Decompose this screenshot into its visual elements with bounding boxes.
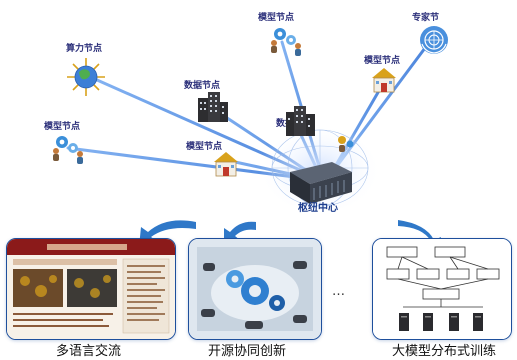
model-node-right: 模型节点 — [364, 54, 400, 93]
expert-node-label: 专家节 — [412, 11, 439, 23]
model-node-top: 模型节点 — [258, 11, 301, 56]
architecture-diagram — [373, 239, 511, 339]
building-icon — [198, 92, 228, 122]
model-node-center: 模型节点 — [186, 140, 238, 177]
house-icon — [214, 152, 238, 177]
un-emblem-icon — [420, 26, 448, 54]
collaboration-photo — [189, 239, 321, 339]
house-icon — [372, 68, 396, 93]
server-rack-icon — [290, 162, 352, 204]
building-icon — [286, 106, 315, 136]
compute-node: 算力节点 — [66, 42, 105, 96]
data-node-lower: 数据节点 — [276, 106, 315, 136]
caption-distributed: 大模型分布式训练 — [392, 344, 497, 359]
model-node-right-label: 模型节点 — [364, 54, 400, 66]
hub-side-node — [338, 136, 354, 152]
ellipsis: … — [332, 284, 345, 299]
model-node-top-label: 模型节点 — [258, 11, 294, 23]
panel-multilang — [6, 238, 176, 340]
hub: 枢纽中心 — [258, 124, 382, 216]
compute-node-label: 算力节点 — [66, 42, 102, 54]
model-node-left-label: 模型节点 — [44, 120, 80, 132]
gears-icon — [226, 270, 285, 311]
caption-multilang: 多语言交流 — [56, 344, 122, 359]
people-gears-icon — [53, 136, 83, 164]
caption-opensource: 开源协同创新 — [208, 344, 287, 359]
expert-node: 专家节 — [412, 11, 448, 54]
people-gears-icon — [271, 28, 301, 56]
data-node-mid-label: 数据节点 — [184, 79, 220, 91]
globe-icon — [67, 58, 105, 96]
model-node-center-label: 模型节点 — [186, 140, 222, 152]
hub-label: 枢纽中心 — [298, 201, 338, 214]
panel-opensource — [188, 238, 322, 340]
model-node-left: 模型节点 — [44, 120, 83, 164]
data-node-mid: 数据节点 — [184, 79, 228, 122]
panel-distributed — [372, 238, 512, 340]
multilang-site-screenshot — [7, 239, 175, 339]
